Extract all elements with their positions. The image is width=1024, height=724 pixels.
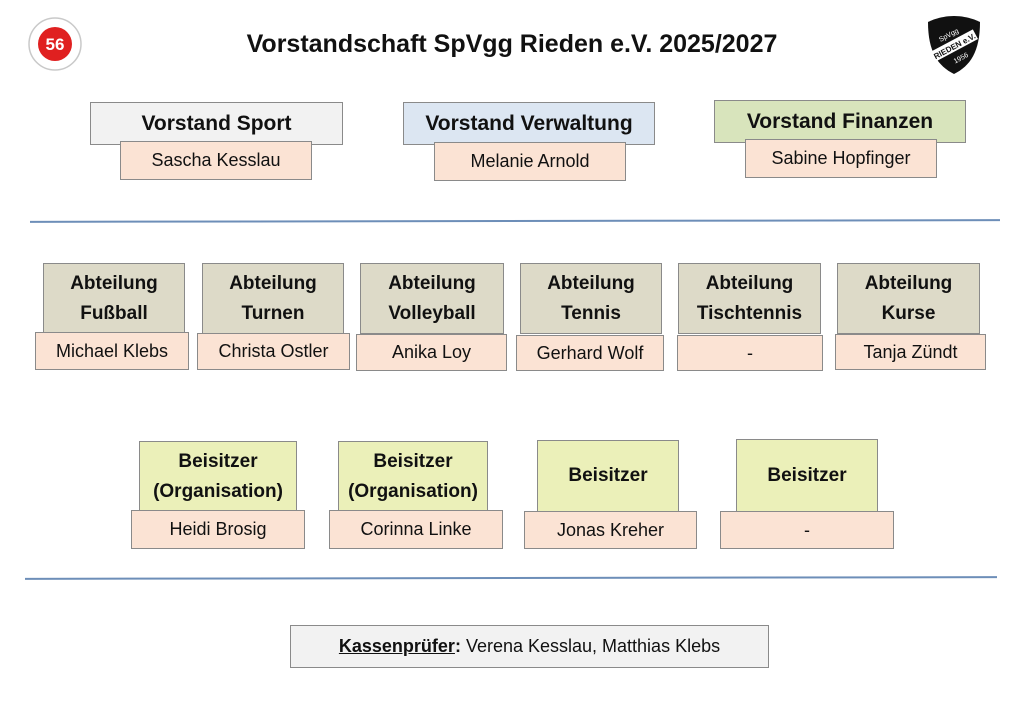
assessor-person-2: Corinna Linke — [329, 510, 503, 549]
assessor-head-1: Beisitzer (Organisation) — [139, 441, 297, 512]
assessor-head-line2: (Organisation) — [348, 480, 478, 502]
auditors-label: Kassenprüfer — [338, 636, 455, 656]
department-person-kurse: Tanja Zündt — [835, 334, 986, 370]
club-crest-icon: RIEDEN e.V. SpVgg 1956 — [928, 16, 980, 74]
department-head-line2: Tischtennis — [696, 302, 803, 324]
department-head-fussball: Abteilung Fußball — [43, 263, 185, 334]
department-head-line1: Abteilung — [70, 272, 158, 294]
auditors-names: Verena Kesslau, Matthias Klebs — [465, 636, 721, 656]
leadership-role-verwaltung: Vorstand Verwaltung — [403, 102, 655, 145]
assessor-head-line1: Beisitzer — [178, 450, 258, 472]
department-head-line1: Abteilung — [388, 272, 476, 294]
section-divider — [24, 576, 998, 580]
page-title: Vorstandschaft SpVgg Rieden e.V. 2025/20… — [246, 30, 778, 58]
auditors-box: Kassenprüfer: Verena Kesslau, Matthias K… — [290, 625, 769, 668]
assessor-head-line1: Beisitzer — [568, 465, 648, 486]
department-head-volleyball: Abteilung Volleyball — [360, 263, 504, 334]
assessor-head-line1: Beisitzer — [767, 464, 847, 486]
department-head-line1: Abteilung — [547, 272, 635, 294]
department-person-tischtennis: - — [677, 335, 823, 371]
assessor-head-4: Beisitzer — [736, 439, 878, 512]
leadership-person-sport: Sascha Kesslau — [120, 141, 312, 180]
left-logo-number: 56 — [46, 35, 65, 54]
department-head-line2: Fußball — [80, 302, 148, 324]
department-head-kurse: Abteilung Kurse — [837, 263, 980, 334]
assessor-person-4: - — [720, 511, 894, 549]
assessor-head-2: Beisitzer (Organisation) — [338, 441, 488, 512]
department-head-line2: Turnen — [241, 302, 305, 324]
department-head-line1: Abteilung — [705, 272, 794, 294]
leadership-role-sport: Vorstand Sport — [90, 102, 343, 145]
department-person-volleyball: Anika Loy — [356, 334, 507, 371]
leadership-role-finanzen: Vorstand Finanzen — [714, 100, 966, 143]
assessor-head-line2: (Organisation) — [153, 480, 283, 502]
section-divider — [29, 219, 1001, 223]
department-head-line2: Kurse — [881, 302, 936, 324]
assessor-head-line1: Beisitzer — [373, 450, 453, 472]
department-person-turnen: Christa Ostler — [197, 333, 350, 370]
department-person-tennis: Gerhard Wolf — [516, 335, 664, 371]
assessor-person-3: Jonas Kreher — [524, 511, 697, 549]
department-head-line1: Abteilung — [229, 272, 317, 294]
department-head-tennis: Abteilung Tennis — [520, 263, 662, 334]
department-head-line2: Tennis — [561, 302, 621, 324]
department-person-fussball: Michael Klebs — [35, 332, 189, 370]
department-head-line1: Abteilung — [864, 272, 953, 294]
youth-club-logo-icon: 56 — [28, 17, 82, 71]
assessor-person-1: Heidi Brosig — [131, 510, 305, 549]
leadership-person-verwaltung: Melanie Arnold — [434, 142, 626, 181]
assessor-head-3: Beisitzer — [537, 440, 679, 512]
department-head-turnen: Abteilung Turnen — [202, 263, 344, 334]
department-head-line2: Volleyball — [388, 302, 476, 324]
department-head-tischtennis: Abteilung Tischtennis — [678, 263, 821, 334]
leadership-person-finanzen: Sabine Hopfinger — [745, 139, 937, 178]
